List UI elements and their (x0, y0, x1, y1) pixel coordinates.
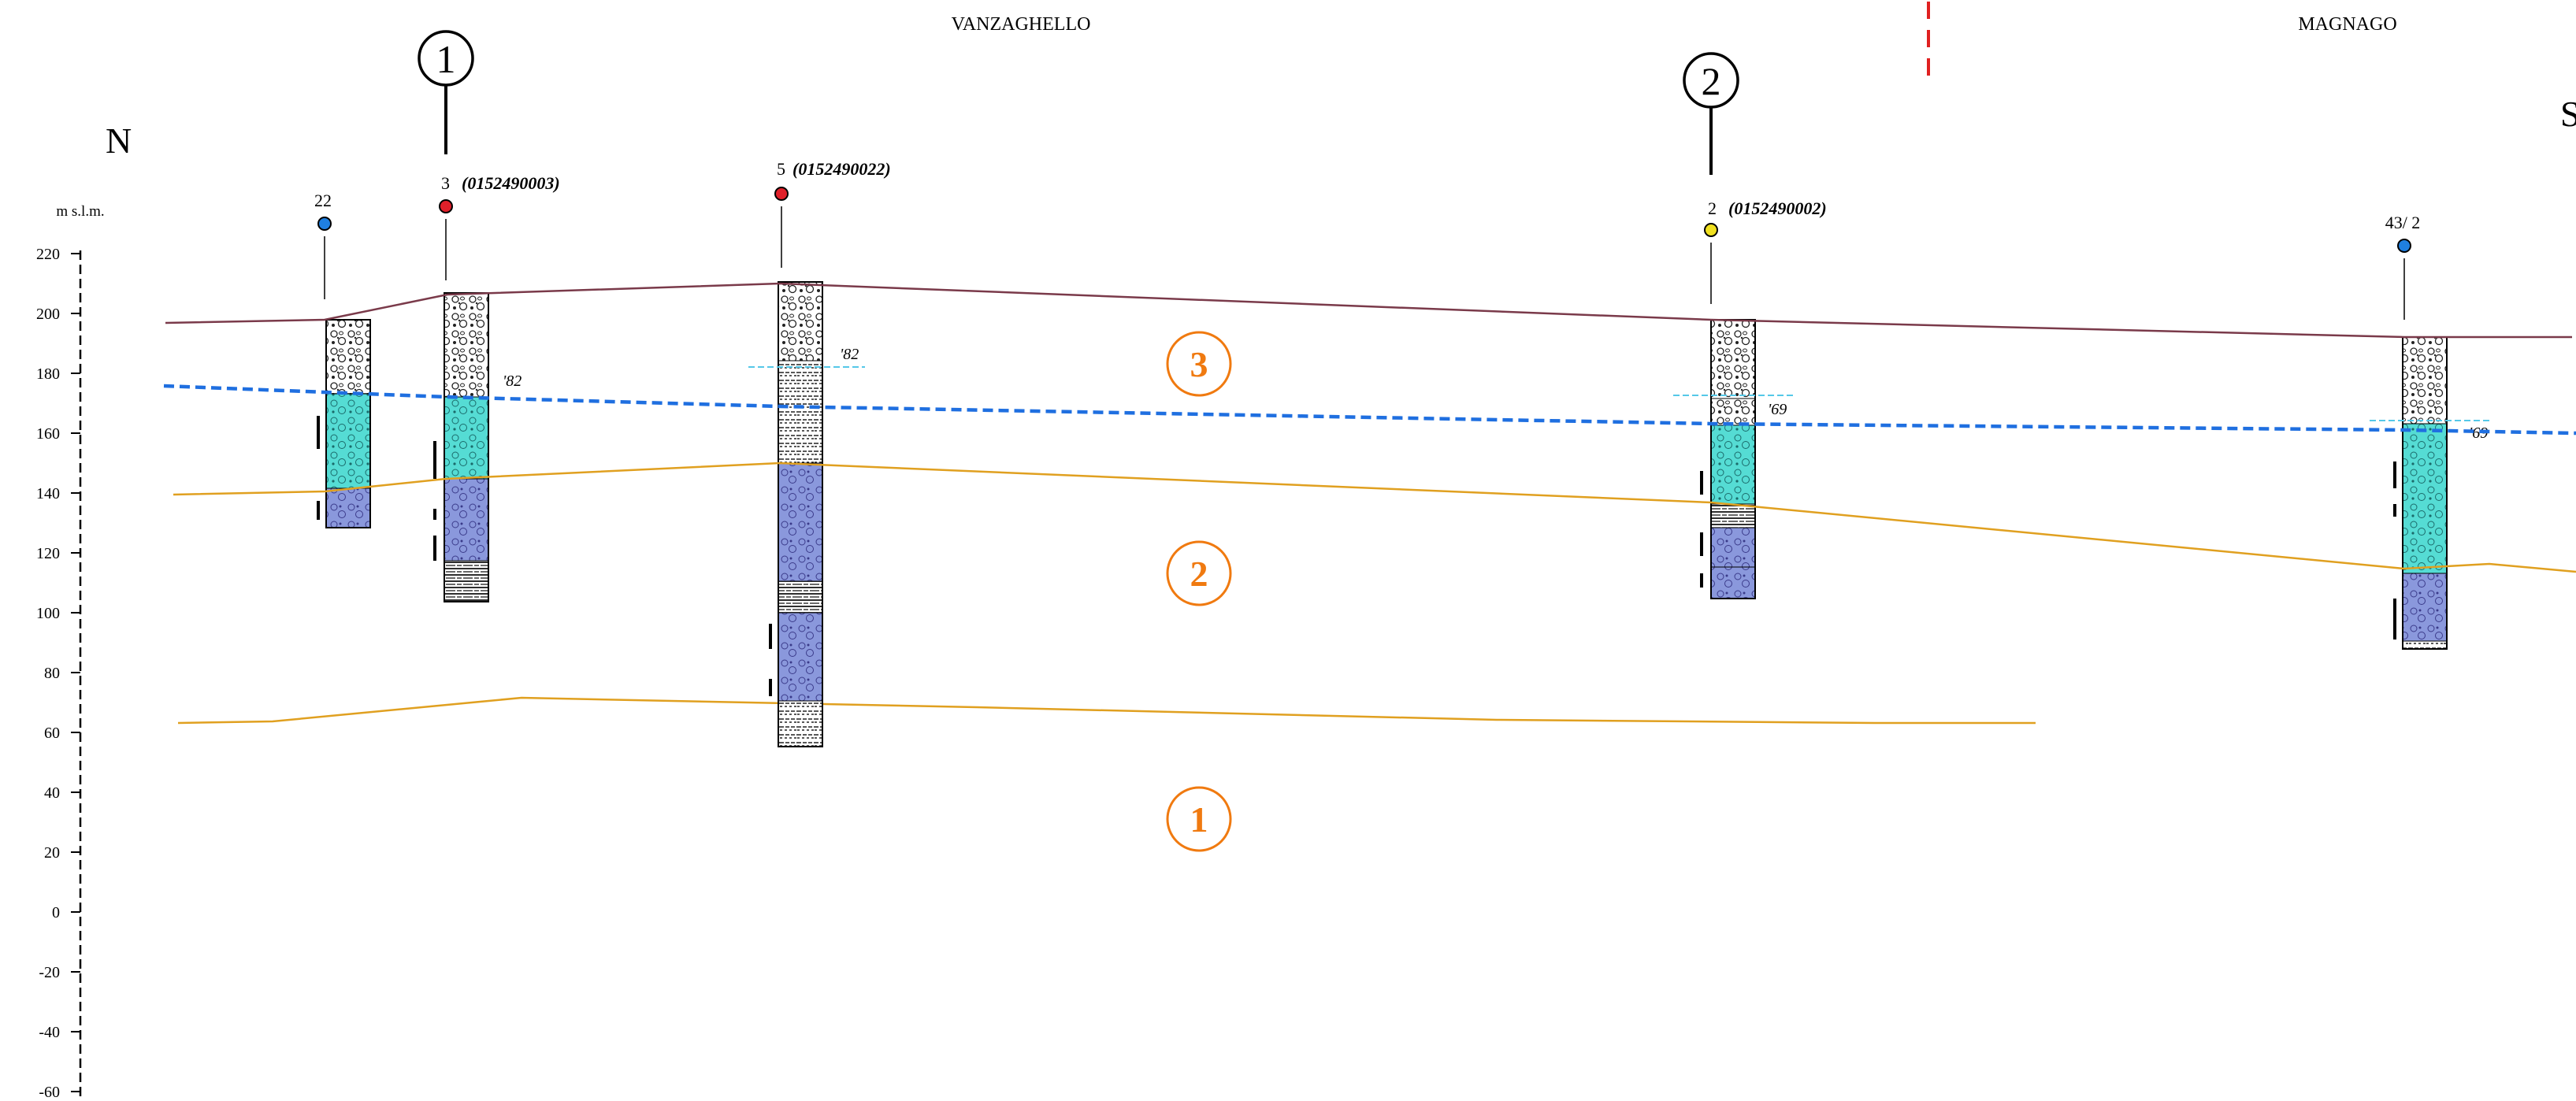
well-dot (774, 187, 789, 201)
well-id: 5 (777, 159, 785, 179)
water-year-label: '82 (503, 373, 522, 390)
unit-label-1: 1 (1166, 786, 1232, 852)
well-code: (0152490002) (1728, 198, 1827, 218)
borehole-3 (433, 292, 489, 602)
svg-text:1: 1 (1190, 799, 1208, 840)
well-5-header: 5 (0152490022) (774, 159, 891, 268)
axis-tick-label: 160 (36, 425, 60, 443)
well-dot (439, 199, 453, 213)
elevation-axis: m s.l.m. 220200180160140120100806040200-… (36, 203, 105, 1101)
axis-tick-label: 60 (44, 725, 60, 742)
section-marker-1: 1 (418, 30, 474, 154)
unit-label-2: 2 (1166, 540, 1232, 606)
well-id: 43/ 2 (2385, 213, 2421, 232)
axis-tick-label: 100 (36, 605, 60, 622)
axis-tick-label: 120 (36, 545, 60, 562)
axis-tick-label: 180 (36, 365, 60, 383)
boundary-unit-1-2 (177, 696, 2036, 725)
ground-surface-line (165, 282, 2572, 339)
boundary-unit-2-3 (173, 462, 2576, 573)
water-year-label: '69 (1768, 401, 1787, 418)
axis-tick-label: -20 (39, 964, 60, 981)
well-dot (1704, 223, 1718, 237)
orientation-north: N (106, 120, 132, 161)
locality-magnago: MAGNAGO (2298, 14, 2396, 35)
axis-unit-label: m s.l.m. (56, 203, 104, 220)
axis-tick-label: 40 (44, 784, 60, 802)
borehole-2: '69 (1673, 319, 1793, 599)
water-table-line (163, 384, 2576, 436)
well-22-header: 22 (314, 191, 332, 299)
axis-tick-label: -40 (39, 1024, 60, 1041)
well-id: 3 (441, 173, 450, 193)
svg-text:3: 3 (1190, 344, 1208, 384)
borehole-5: '82 (748, 281, 865, 747)
axis-tick-label: 200 (36, 306, 60, 323)
svg-text:2: 2 (1190, 554, 1208, 594)
well-code: (0152490003) (462, 173, 560, 193)
section-marker-label: 2 (1702, 59, 1721, 103)
axis-tick-label: -60 (39, 1084, 60, 1101)
well-dot (2397, 239, 2411, 253)
unit-label-3: 3 (1166, 331, 1232, 397)
section-marker-2: 2 (1683, 52, 1739, 175)
water-year-label: '69 (2469, 424, 2488, 442)
section-marker-label: 1 (436, 37, 456, 81)
well-id: 22 (314, 191, 332, 210)
axis-tick-label: 80 (44, 665, 60, 682)
well-3-header: 3 (0152490003) (439, 173, 560, 280)
axis-tick-label: 20 (44, 844, 60, 862)
axis-tick-label: 140 (36, 485, 60, 502)
orientation-south: S (2560, 94, 2576, 134)
well-code: (0152490022) (792, 159, 891, 179)
well-id: 2 (1708, 198, 1717, 218)
water-year-label: '82 (840, 346, 859, 363)
well-dot (317, 217, 332, 231)
borehole-43-2: '69 (2370, 336, 2489, 650)
well-43-2-header: 43/ 2 (2385, 213, 2421, 320)
borehole-22 (317, 319, 371, 528)
axis-tick-label: 220 (36, 246, 60, 263)
locality-vanzaghello: VANZAGHELLO (952, 14, 1091, 35)
well-2-header: 2 (0152490002) (1704, 198, 1827, 304)
axis-tick-label: 0 (52, 904, 60, 921)
